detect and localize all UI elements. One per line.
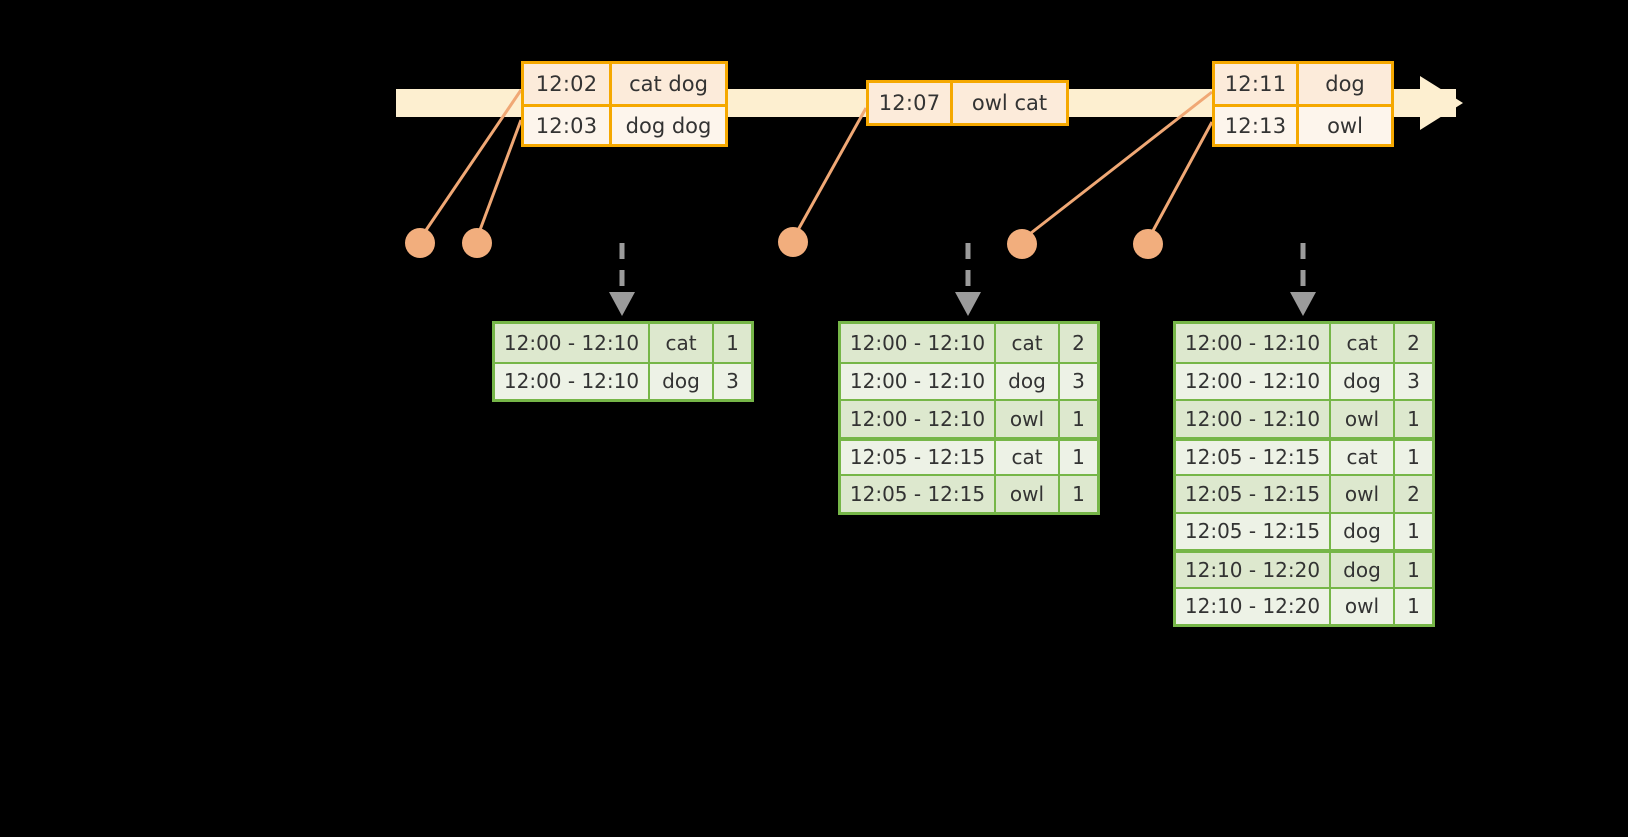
event-words: cat dog	[629, 72, 708, 96]
cell-word: owl	[1331, 401, 1395, 437]
timeline-event-row[interactable]: 12:03 dog dog	[524, 104, 725, 144]
event-time: 12:13	[1215, 107, 1299, 144]
table-row[interactable]: 12:05 - 12:15 owl 1	[841, 474, 1097, 512]
cell-window: 12:00 - 12:10	[841, 324, 996, 362]
cell-word: owl	[996, 476, 1060, 512]
cell-word: dog	[1331, 553, 1395, 587]
connector-dot-1	[405, 228, 435, 258]
table-row[interactable]: 12:00 - 12:10 dog 3	[495, 361, 751, 399]
connector-dot-4	[1007, 229, 1037, 259]
trigger-arrows	[619, 243, 1306, 296]
cell-window: 12:00 - 12:10	[1176, 401, 1331, 437]
cell-count: 2	[1072, 330, 1085, 355]
table-row[interactable]: 12:10 - 12:20 dog 1	[1176, 549, 1432, 587]
cell-word: dog	[650, 363, 714, 399]
cell-count: 3	[1407, 369, 1420, 394]
cell-window: 12:05 - 12:15	[841, 440, 996, 474]
cell-window: 12:10 - 12:20	[1176, 588, 1331, 624]
event-words: owl cat	[971, 91, 1048, 115]
cell-window: 12:00 - 12:10	[495, 324, 650, 362]
timeline-event-row[interactable]: 12:07 owl cat	[869, 83, 1066, 123]
cell-window: 12:00 - 12:10	[495, 363, 650, 399]
connector-dot-3	[778, 227, 808, 257]
event-words: dog dog	[625, 113, 712, 138]
cell-window: 12:10 - 12:20	[1176, 553, 1331, 587]
cell-count: 1	[1407, 406, 1420, 431]
connector-line-5	[1146, 121, 1214, 241]
event-time: 12:11	[1215, 64, 1299, 104]
connector-line-3	[791, 107, 868, 240]
cell-window: 12:05 - 12:15	[1176, 440, 1331, 474]
timeline-arrowhead	[1420, 76, 1463, 130]
event-time: 12:07	[869, 83, 953, 123]
connector-dot-5	[1133, 229, 1163, 259]
cell-word: owl	[1331, 476, 1395, 512]
timeline-event-group-3[interactable]: 12:11 dog 12:13 owl	[1212, 61, 1394, 147]
table-row[interactable]: 12:00 - 12:10 cat 2	[1176, 324, 1432, 362]
cell-word: cat	[1331, 324, 1395, 362]
cell-count: 1	[1072, 445, 1085, 470]
connector-line-1	[418, 89, 523, 240]
result-table-1[interactable]: 12:00 - 12:10 cat 1 12:00 - 12:10 dog 3	[492, 321, 754, 402]
cell-window: 12:05 - 12:15	[841, 476, 996, 512]
cell-count: 3	[726, 369, 739, 394]
cell-count: 1	[1407, 445, 1420, 470]
table-row[interactable]: 12:00 - 12:10 cat 2	[841, 324, 1097, 362]
table-row[interactable]: 12:05 - 12:15 dog 1	[1176, 511, 1432, 549]
timeline-event-row[interactable]: 12:11 dog	[1215, 64, 1391, 104]
table-row[interactable]: 12:00 - 12:10 owl 1	[1176, 399, 1432, 437]
cell-count: 3	[1072, 369, 1085, 394]
cell-word: cat	[650, 324, 714, 362]
table-row[interactable]: 12:00 - 12:10 dog 3	[1176, 361, 1432, 399]
event-words: owl	[1327, 113, 1363, 138]
connector-line-2	[475, 119, 523, 239]
cell-word: cat	[996, 440, 1060, 474]
cell-count: 2	[1407, 330, 1420, 355]
trigger-arrowhead-3	[1290, 292, 1316, 316]
event-time: 12:02	[524, 64, 612, 104]
timeline-event-group-2[interactable]: 12:07 owl cat	[866, 80, 1069, 126]
timeline-event-row[interactable]: 12:13 owl	[1215, 104, 1391, 144]
cell-count: 1	[1072, 481, 1085, 506]
event-words: dog	[1325, 72, 1365, 96]
connector-dots	[405, 227, 1163, 259]
connector-dot-2	[462, 228, 492, 258]
table-row[interactable]: 12:05 - 12:15 cat 1	[1176, 436, 1432, 474]
table-row[interactable]: 12:00 - 12:10 cat 1	[495, 324, 751, 362]
table-row[interactable]: 12:00 - 12:10 dog 3	[841, 361, 1097, 399]
cell-window: 12:00 - 12:10	[841, 401, 996, 437]
cell-count: 1	[1407, 557, 1420, 582]
cell-word: owl	[1331, 588, 1395, 624]
cell-count: 1	[1407, 519, 1420, 544]
trigger-arrowheads	[609, 292, 1316, 316]
result-table-3[interactable]: 12:00 - 12:10 cat 2 12:00 - 12:10 dog 3 …	[1173, 321, 1435, 627]
table-row[interactable]: 12:05 - 12:15 cat 1	[841, 436, 1097, 474]
cell-word: cat	[1331, 440, 1395, 474]
cell-word: cat	[996, 324, 1060, 362]
cell-count: 1	[726, 330, 739, 355]
cell-word: dog	[1331, 363, 1395, 399]
cell-count: 1	[1072, 406, 1085, 431]
timeline-event-row[interactable]: 12:02 cat dog	[524, 64, 725, 104]
cell-count: 1	[1407, 594, 1420, 619]
cell-count: 2	[1407, 481, 1420, 506]
cell-window: 12:00 - 12:10	[841, 363, 996, 399]
result-table-2[interactable]: 12:00 - 12:10 cat 2 12:00 - 12:10 dog 3 …	[838, 321, 1100, 515]
event-time: 12:03	[524, 107, 612, 144]
cell-window: 12:05 - 12:15	[1176, 513, 1331, 549]
table-row[interactable]: 12:10 - 12:20 owl 1	[1176, 586, 1432, 624]
cell-word: dog	[996, 363, 1060, 399]
timeline-event-group-1[interactable]: 12:02 cat dog 12:03 dog dog	[521, 61, 728, 147]
cell-window: 12:00 - 12:10	[1176, 324, 1331, 362]
table-row[interactable]: 12:05 - 12:15 owl 2	[1176, 474, 1432, 512]
table-row[interactable]: 12:00 - 12:10 owl 1	[841, 399, 1097, 437]
cell-word: dog	[1331, 513, 1395, 549]
cell-window: 12:05 - 12:15	[1176, 476, 1331, 512]
cell-window: 12:00 - 12:10	[1176, 363, 1331, 399]
trigger-arrowhead-2	[955, 292, 981, 316]
cell-word: owl	[996, 401, 1060, 437]
trigger-arrowhead-1	[609, 292, 635, 316]
